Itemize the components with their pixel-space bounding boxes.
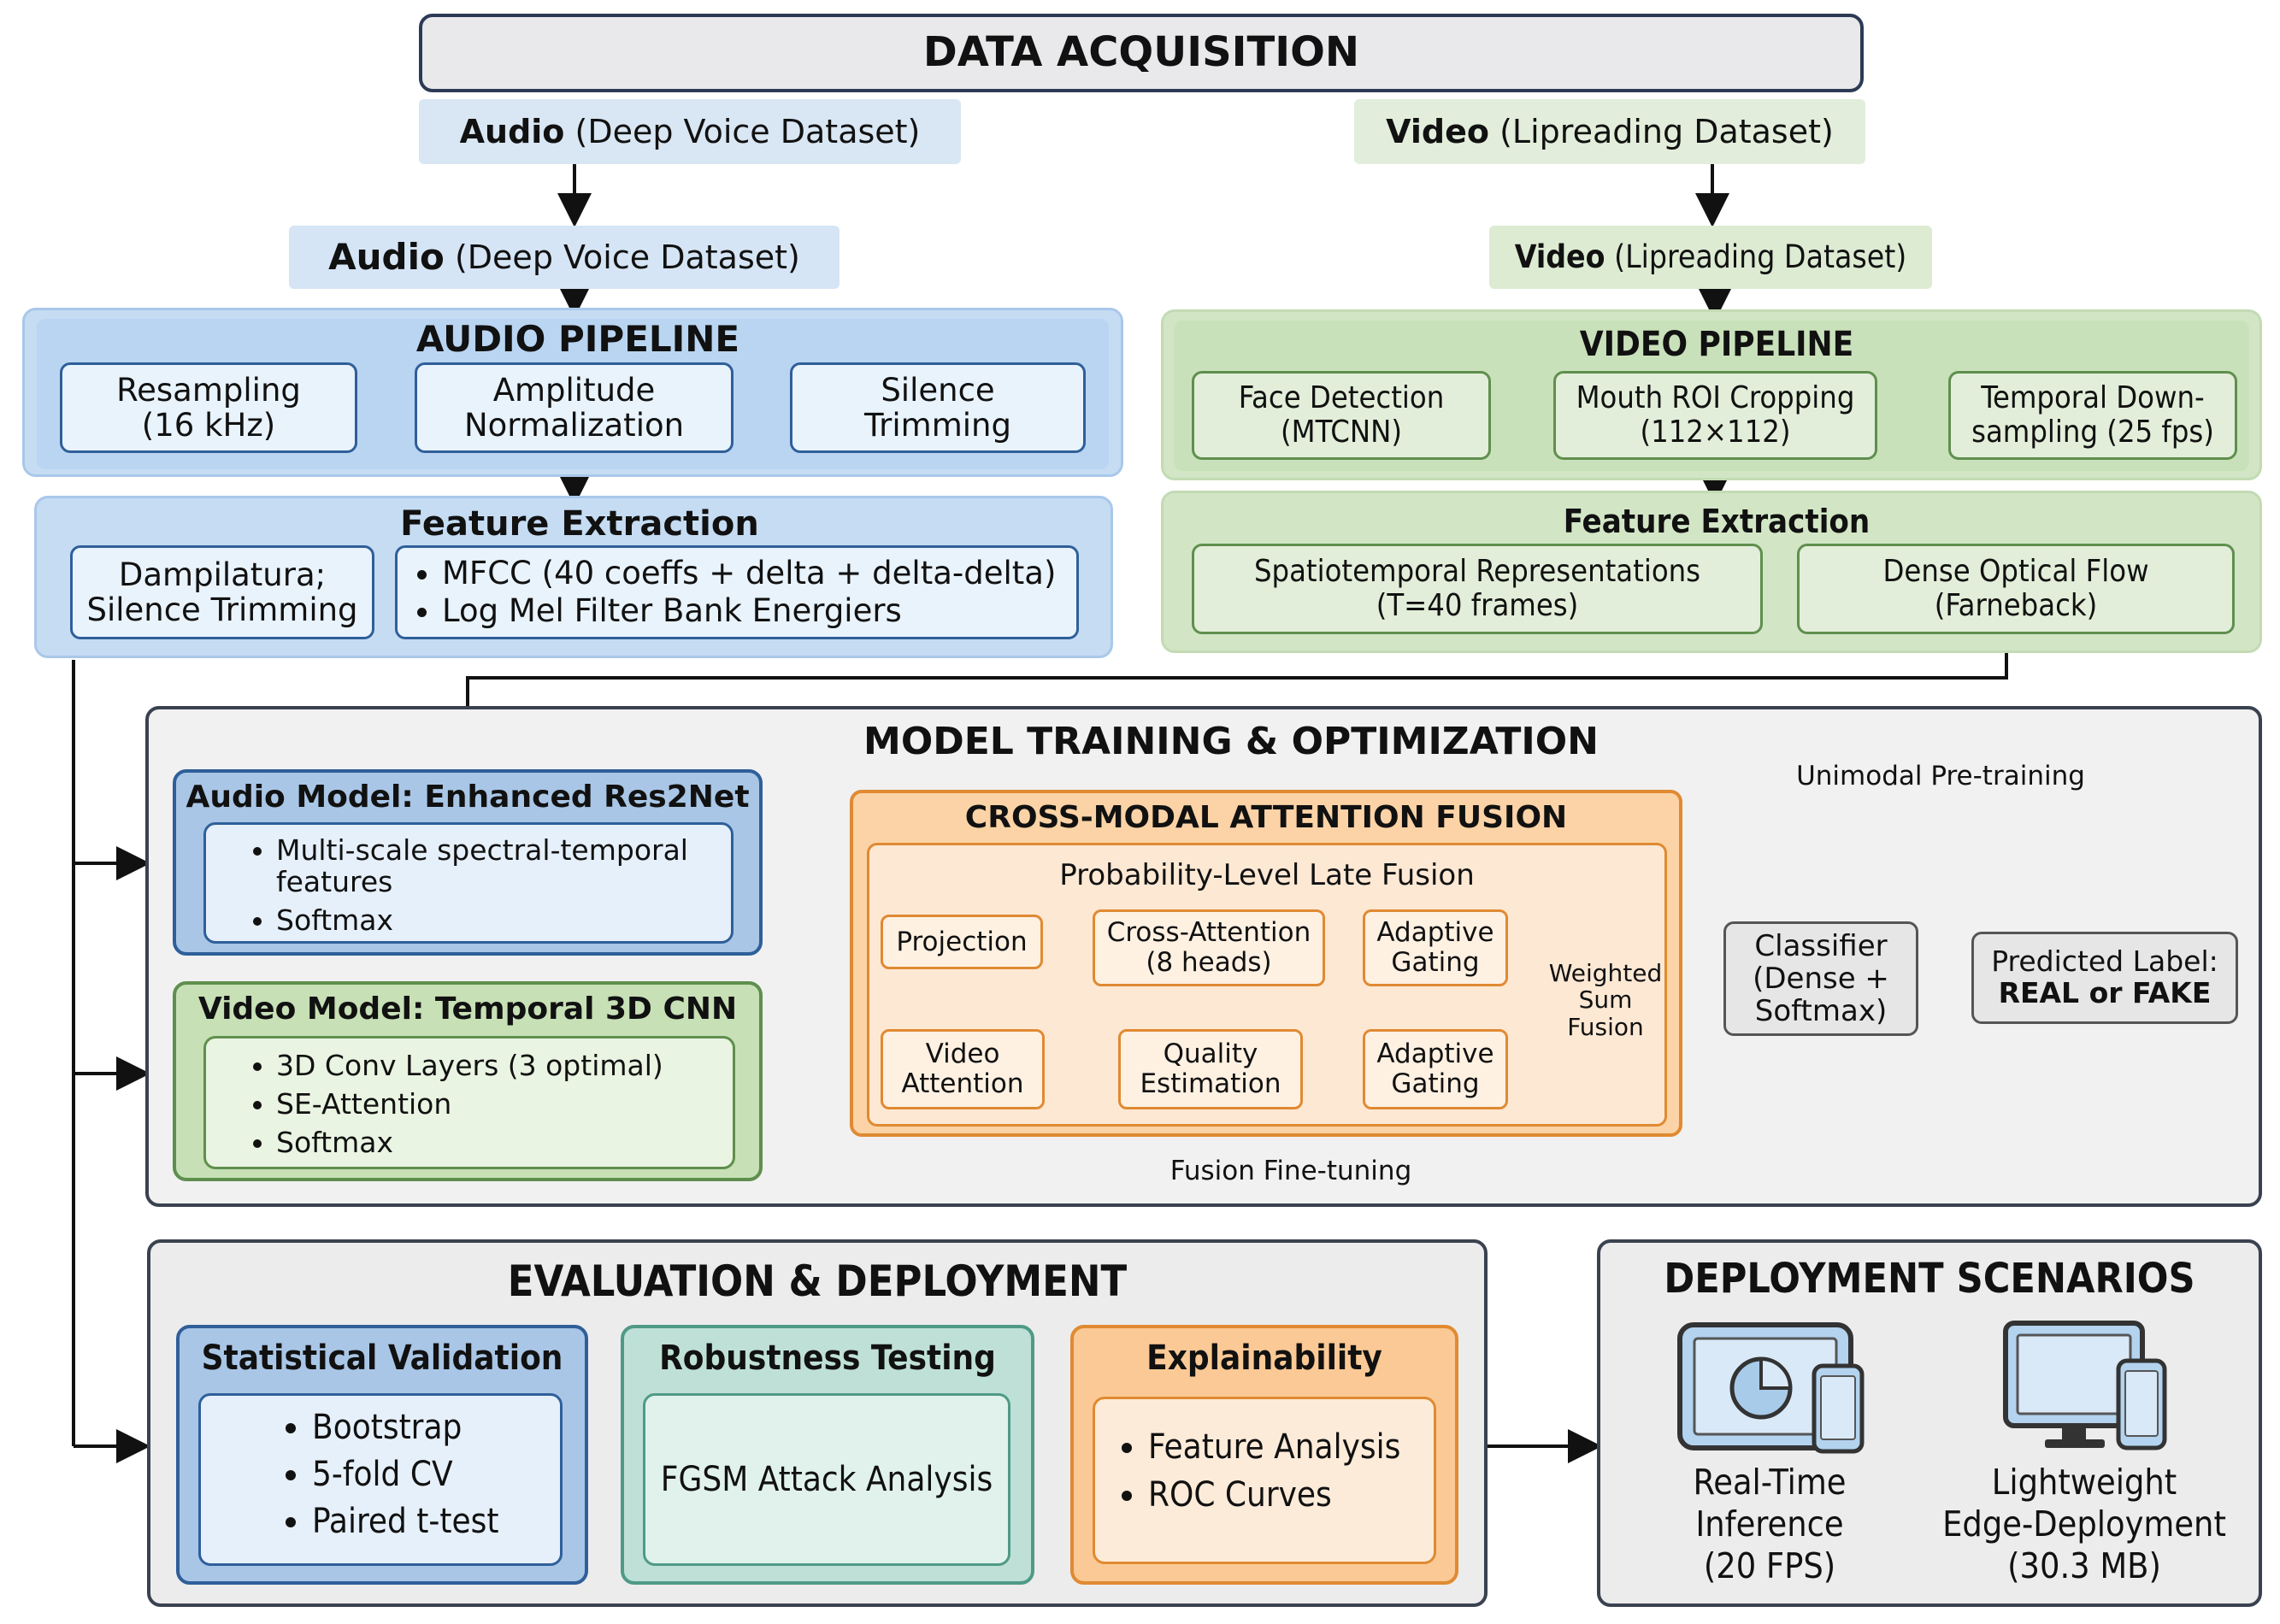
model-training-title: MODEL TRAINING & OPTIMIZATION bbox=[863, 720, 1599, 763]
video-feature-optical-flow: Dense Optical Flow (Farneback) bbox=[1797, 544, 2235, 634]
robustness-testing-title: Robustness Testing bbox=[659, 1339, 996, 1378]
fusion-cross-attention: Cross-Attention (8 heads) bbox=[1093, 909, 1325, 986]
video-model-item-3dconv: 3D Conv Layers (3 optimal) bbox=[276, 1047, 733, 1086]
stat-item-bootstrap: Bootstrap bbox=[312, 1404, 560, 1451]
video-pipeline-title: VIDEO PIPELINE bbox=[1579, 325, 1854, 364]
stat-item-5fold: 5-fold CV bbox=[312, 1451, 560, 1498]
predicted-label-text: Predicted Label: bbox=[1991, 944, 2218, 979]
acquisition-audio-label: Audio (Deep Voice Dataset) bbox=[419, 99, 961, 164]
video-feature-spatiotemporal: Spatiotemporal Representations (T=40 fra… bbox=[1192, 544, 1763, 634]
explainability-list: Feature Analysis ROC Curves bbox=[1093, 1397, 1436, 1564]
predicted-label-box: Predicted Label: REAL or FAKE bbox=[1971, 932, 2238, 1024]
audio-model-item-softmax: Softmax bbox=[276, 904, 731, 937]
evaluation-title: EVALUATION & DEPLOYMENT bbox=[507, 1256, 1128, 1306]
audio-feature-logmel: Log Mel Filter Bank Energiers bbox=[442, 592, 1056, 630]
deployment-title: DEPLOYMENT SCENARIOS bbox=[1664, 1255, 2195, 1303]
audio-model-title: Audio Model: Enhanced Res2Net bbox=[186, 780, 750, 815]
acquisition-video-label: Video (Lipreading Dataset) bbox=[1354, 99, 1865, 164]
fusion-weighted-sum: Weighted Sum Fusion bbox=[1548, 958, 1663, 1041]
video-step-face: Face Detection (MTCNN) bbox=[1192, 371, 1491, 460]
statistical-validation-title: Statistical Validation bbox=[201, 1339, 563, 1378]
audio-model-list-box: Multi-scale spectral-temporal features S… bbox=[203, 822, 733, 944]
statistical-validation-list: Bootstrap 5-fold CV Paired t-test bbox=[198, 1393, 563, 1566]
fusion-subtitle: Probability-Level Late Fusion bbox=[1059, 858, 1475, 892]
video-step-mouth: Mouth ROI Cropping (112×112) bbox=[1553, 371, 1877, 460]
video-feature-title: Feature Extraction bbox=[1563, 503, 1871, 540]
explain-item-feature-analysis: Feature Analysis bbox=[1148, 1423, 1434, 1471]
fusion-finetuning-label: Fusion Fine-tuning bbox=[1169, 1156, 1412, 1186]
video-step-temporal: Temporal Down- sampling (25 fps) bbox=[1948, 371, 2237, 460]
deployment-edge-text: Lightweight Edge-Deployment (30.3 MB) bbox=[1942, 1462, 2226, 1587]
video-model-item-se-attention: SE-Attention bbox=[276, 1086, 733, 1124]
fusion-adaptive-gating-top: Adaptive Gating bbox=[1363, 909, 1508, 986]
explain-item-roc: ROC Curves bbox=[1148, 1471, 1434, 1519]
explainability-title: Explainability bbox=[1146, 1339, 1382, 1378]
robustness-testing-text: FGSM Attack Analysis bbox=[643, 1393, 1010, 1566]
fusion-video-attention: Video Attention bbox=[881, 1029, 1045, 1109]
data-acquisition-header: DATA ACQUISITION bbox=[419, 14, 1864, 92]
audio-step-amplitude: Amplitude Normalization bbox=[415, 362, 733, 453]
audio-step-resampling: Resampling (16 kHz) bbox=[60, 362, 357, 453]
audio-step-silence: Silence Trimming bbox=[790, 362, 1086, 453]
predicted-label-value: REAL or FAKE bbox=[1998, 976, 2212, 1009]
stat-item-ttest: Paired t-test bbox=[312, 1498, 560, 1545]
fusion-quality-estimation: Quality Estimation bbox=[1118, 1029, 1303, 1109]
audio-pipeline-title: AUDIO PIPELINE bbox=[415, 318, 740, 360]
audio-feature-title: Feature Extraction bbox=[400, 504, 759, 544]
fusion-projection: Projection bbox=[881, 915, 1043, 969]
fusion-adaptive-gating-bottom: Adaptive Gating bbox=[1363, 1029, 1508, 1109]
audio-model-item-multiscale: Multi-scale spectral-temporal features bbox=[276, 834, 731, 898]
deployment-realtime-text: Real-Time Inference (20 FPS) bbox=[1693, 1462, 1847, 1587]
fusion-title: CROSS-MODAL ATTENTION FUSION bbox=[964, 800, 1568, 835]
classifier-box: Classifier (Dense + Softmax) bbox=[1723, 921, 1918, 1036]
video-model-list-box: 3D Conv Layers (3 optimal) SE-Attention … bbox=[203, 1036, 735, 1169]
data-acquisition-title: DATA ACQUISITION bbox=[922, 28, 1360, 77]
video-model-title: Video Model: Temporal 3D CNN bbox=[197, 991, 738, 1027]
audio-source-label: Audio (Deep Voice Dataset) bbox=[289, 226, 840, 289]
video-model-item-softmax: Softmax bbox=[276, 1124, 733, 1162]
audio-feature-dampilatura: Dampilatura; Silence Trimming bbox=[70, 545, 374, 639]
audio-feature-mfcc: MFCC (40 coeffs + delta + delta-delta) bbox=[442, 555, 1056, 592]
video-source-label: Video (Lipreading Dataset) bbox=[1489, 226, 1932, 289]
unimodal-pretraining-label: Unimodal Pre-training bbox=[1796, 761, 2085, 791]
audio-feature-list-box: MFCC (40 coeffs + delta + delta-delta) L… bbox=[395, 545, 1079, 639]
